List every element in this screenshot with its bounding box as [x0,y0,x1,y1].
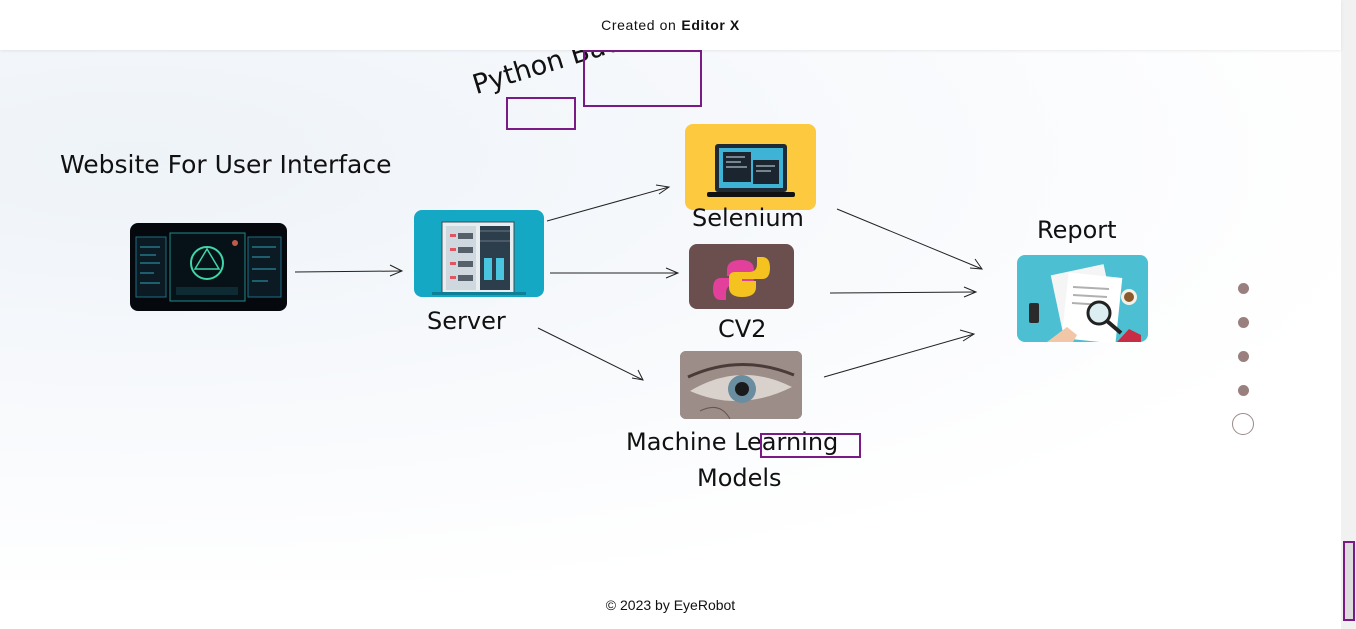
report-image[interactable] [1017,255,1148,342]
diagram-title: Website For User Interface [60,150,392,179]
cv2-label: CV2 [718,315,767,343]
report-magnifier-icon [1029,264,1141,342]
website-ui-image[interactable] [130,223,287,311]
selenium-label: Selenium [692,204,804,232]
scrollbar-track[interactable] [1341,0,1356,629]
python-logo-icon [713,257,770,300]
nav-dot-2[interactable] [1238,317,1249,328]
nav-dot-1[interactable] [1238,283,1249,294]
laptop-code-icon [707,144,795,197]
eye-icon [680,351,802,419]
ml-label-line2: Models [697,464,782,492]
nav-dot-5-active[interactable] [1232,413,1254,435]
created-on-text: Created on [601,17,677,33]
footer: © 2023 by EyeRobot [0,580,1341,629]
nav-dot-3[interactable] [1238,351,1249,362]
ml-image[interactable] [680,351,802,419]
highlight-box-learning [760,433,861,458]
highlight-box-python [506,97,576,130]
website-ui-screenshot-icon [135,232,282,302]
server-label: Server [427,307,506,335]
server-image[interactable] [414,210,544,297]
server-rack-icon [432,221,526,295]
cv2-image[interactable] [689,244,794,309]
report-label: Report [1037,216,1117,244]
nav-dot-4[interactable] [1238,385,1249,396]
copyright-text: © 2023 by EyeRobot [605,596,736,613]
highlight-box-backend [583,50,702,107]
editor-x-brand[interactable]: Editor X [681,17,740,33]
ml-label-line1: Machine Learning [626,428,839,456]
scrollbar-thumb[interactable] [1343,541,1355,621]
top-banner[interactable]: Created on Editor X [0,0,1341,50]
selenium-image[interactable] [685,124,816,210]
